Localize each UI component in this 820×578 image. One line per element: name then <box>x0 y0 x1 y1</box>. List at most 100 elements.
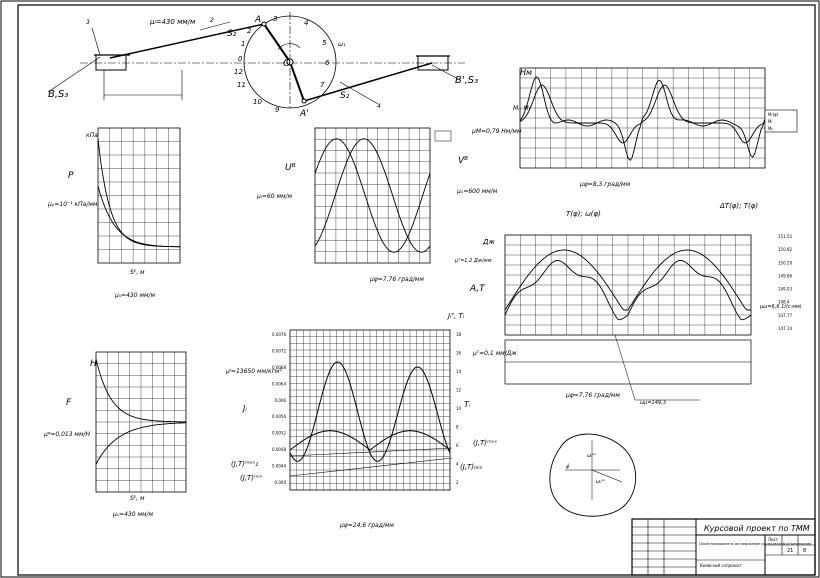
energy-w-avg: ωμ=149,3 <box>640 400 666 406</box>
inertia-mu-left: μᴶ=13650 мм/кгм² <box>225 368 282 375</box>
inertia-right-tick: 8 <box>456 425 459 430</box>
label-s2-prime: S₂ <box>340 91 350 101</box>
mechanism-labels: A A' O B,S₃ B',S₃ S₂ S₂ μₗ=430 мм/м ω₁ 3… <box>48 15 478 119</box>
torque-legend-box <box>764 109 798 133</box>
inertia-left-tick: 0.0072 <box>272 348 286 353</box>
label-point-a-prime: A' <box>299 109 309 119</box>
inertia-curve-t <box>289 361 451 462</box>
crank-pos-6: 6 <box>325 59 330 67</box>
pressure-curve-compression <box>97 185 180 248</box>
pressure-units: кПа <box>86 132 98 139</box>
energy-plot: Дж A,T T(φ); ω(φ) ΔT(φ); T(φ) μᵀ=1,2 Дж/… <box>454 202 802 406</box>
crank-pos-4: 4 <box>304 19 308 27</box>
inertia-x-mu: μφ=24,6 град/мм <box>339 522 394 529</box>
inertia-tangent-bottom <box>289 457 453 477</box>
crank-pos-11: 11 <box>237 81 246 89</box>
inertia-grid <box>289 329 451 491</box>
inertia-right-tick: 18 <box>456 332 462 337</box>
energy-right-tick: 150.29 <box>778 260 792 265</box>
title-sheet-b: 8 <box>803 548 806 554</box>
torque-x-mu-label: μφ=8,3 град/мм <box>579 181 631 188</box>
label-link-3: 3 <box>86 19 90 26</box>
label-point-b: B,S₃ <box>48 89 68 100</box>
torque-legend-3: Mₚ <box>768 126 773 131</box>
title-main: Курсовой проект по ТММ <box>704 524 810 533</box>
flywheel-sketch: ωᵢᵃˣ φ́ ωᵢᵃˣ <box>549 433 637 517</box>
inertia-left-tick: 0.0068 <box>272 365 286 370</box>
inertia-tangent-top <box>289 447 453 457</box>
crank-pos-2: 2 <box>247 27 252 35</box>
inertia-right-tick: 4 <box>456 462 459 467</box>
energy-annot-left: T(φ); ω(φ) <box>566 210 601 218</box>
label-point-o: O <box>283 58 291 69</box>
label-point-b-prime: B',S₃ <box>455 75 478 86</box>
torque-plot: Mᵣ(φ) Mᵢ Mₚ Нм Mᵣ, Mᵢ μМ=0,79 Нм/мм μφ=8… <box>471 67 798 188</box>
label-mu-l: μₗ=430 мм/м <box>149 18 196 26</box>
pressure-mu-p: μₚ=10⁻¹ кПа/мм <box>47 201 98 208</box>
torque-y-label: Нм <box>520 68 532 77</box>
label-omega: ω₁ <box>338 41 346 48</box>
crank-pos-1: 1 <box>241 40 245 48</box>
energy-mu-right: μω=6,6 1/(с·мм) <box>759 304 802 310</box>
energy-mu-left: μᵀ=1,2 Дж/мм <box>454 258 492 264</box>
pressure-plot: кПа P Sᴱ, м μₚ=10⁻¹ кПа/мм μₛ=430 мм/м <box>47 127 181 299</box>
inertia-label-3: (J,T)ᵐᵃˣ <box>473 439 497 447</box>
flywheel-label-c: ωᵢᵃˣ <box>596 479 606 485</box>
label-link-2: 2 <box>210 17 214 24</box>
energy-curve-t <box>504 249 751 311</box>
inertia-plot: 0.00760.00720.00680.00640.0060.00560.005… <box>225 312 517 529</box>
pressure-mu-s: μₛ=430 мм/м <box>114 292 156 299</box>
crank-pos-7: 7 <box>320 81 325 89</box>
energy-right-ticks: 151.55150.92150.29149.66149.03148.4147.7… <box>778 234 792 331</box>
energy-side-label: A,T <box>469 284 486 294</box>
crank-pos-12: 12 <box>234 68 243 76</box>
energy-right-tick: 148.4 <box>778 300 790 305</box>
energy-x-mu: μφ=7,76 град/мм <box>565 392 620 399</box>
inertia-left-tick: 0.006 <box>275 398 287 403</box>
velocity-legend-box <box>434 130 452 142</box>
torque-grid <box>519 67 766 169</box>
inertia-right-tick: 2 <box>456 480 459 485</box>
title-org: Киевский сопромат <box>700 563 742 568</box>
label-link-4: 4 <box>377 103 381 110</box>
force-mu-s: μₛ=430 мм/м <box>112 511 154 518</box>
inertia-left-tick: 0.0076 <box>272 332 286 337</box>
velocity-mu-left: μᵢ=60 мм/м <box>256 193 293 200</box>
inertia-y-left: Jᵢ <box>241 404 247 413</box>
inertia-right-tick: 12 <box>456 388 462 393</box>
flywheel-label-b: φ́ <box>566 464 570 470</box>
title-sheet-label: Лист <box>768 537 779 542</box>
inertia-left-tick: 0.0052 <box>272 431 286 436</box>
crank-pos-5: 5 <box>322 39 327 47</box>
energy-right-tick: 147.14 <box>778 326 792 331</box>
title-block <box>631 518 816 576</box>
energy-right-tick: 149.03 <box>778 287 792 292</box>
pressure-y-label: P <box>68 171 74 181</box>
velocity-x-mu: μφ=7,76 град/мм <box>369 276 424 283</box>
title-sheets-total: 21 <box>787 548 793 554</box>
velocity-grid <box>314 127 431 264</box>
label-point-a: A <box>254 15 261 25</box>
crank-pos-0: 0 <box>238 55 243 63</box>
force-curve-upper <box>95 358 186 423</box>
pressure-x-label: Sᴱ, м <box>130 269 145 276</box>
force-curve-lower <box>95 422 186 465</box>
inertia-left-tick: 0.0044 <box>272 464 286 469</box>
energy-right-tick: 147.77 <box>778 313 792 318</box>
force-x-label: Sᴱ, м <box>130 495 145 502</box>
inertia-label-1: (J,T)ᵐᵃˣ₂ <box>231 460 258 468</box>
inertia-curve-j <box>289 430 451 451</box>
inertia-right-tick: 10 <box>456 406 462 411</box>
inertia-right-tick: 6 <box>456 443 459 448</box>
crank-pos-10: 10 <box>253 98 262 106</box>
inertia-top-label: Jᵢᵀ, Tᵢ <box>446 312 465 320</box>
inertia-label-4: (J,T)ₘᵢₙ <box>460 463 483 471</box>
inertia-left-tick: 0.0056 <box>272 414 286 419</box>
inertia-label-2: (J,T)ᵐⁱⁿ <box>240 474 263 482</box>
label-s2: S₂ <box>227 29 237 39</box>
torque-curve-mr <box>519 76 766 162</box>
velocity-y-left: Uᴮ <box>285 163 296 173</box>
